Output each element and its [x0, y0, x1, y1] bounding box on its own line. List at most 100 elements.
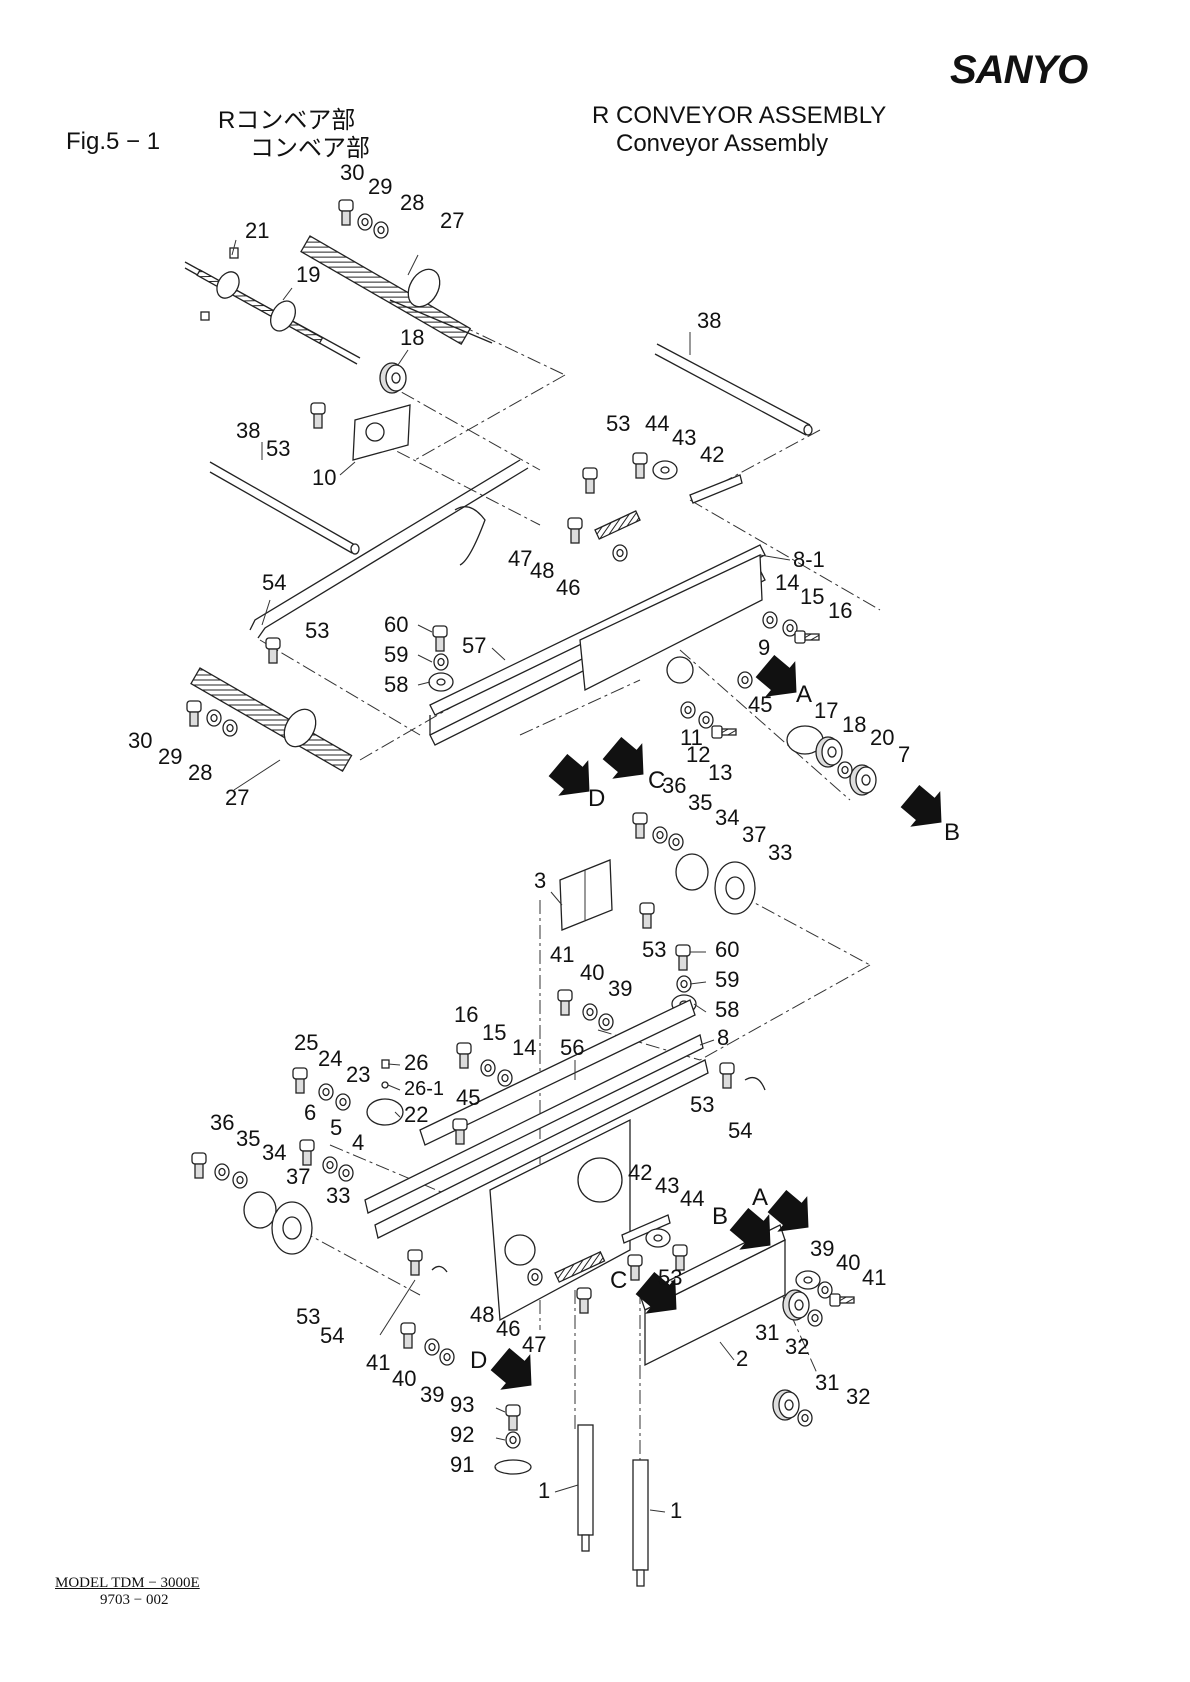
figure-number: Fig.5 − 1 [66, 128, 161, 155]
part-label: 22 [404, 1102, 428, 1127]
part-label: 21 [245, 218, 269, 243]
part-label: 20 [870, 725, 894, 750]
part-label: 33 [326, 1183, 350, 1208]
part-label: 53 [606, 411, 630, 436]
arrow-label-d-top: D [588, 785, 605, 812]
header-en-subtitle: Conveyor Assembly [616, 130, 829, 157]
part-label: 60 [384, 612, 408, 637]
part-label: 34 [262, 1140, 286, 1165]
part-label: 46 [556, 575, 580, 600]
part-label: 43 [672, 425, 696, 450]
part-label: 44 [680, 1186, 704, 1211]
part-label: 4 [352, 1130, 364, 1155]
part-label: 40 [392, 1366, 416, 1391]
part-label: 56 [560, 1035, 584, 1060]
part-label: 43 [655, 1173, 679, 1198]
part-label: 53 [266, 436, 290, 461]
part-label: 29 [158, 744, 182, 769]
part-label: 39 [608, 976, 632, 1001]
part-label: 7 [898, 742, 910, 767]
part-label: 39 [810, 1236, 834, 1261]
arrow-label-b-top: B [944, 819, 960, 846]
part-label: 24 [318, 1046, 342, 1071]
part-label: 18 [400, 325, 424, 350]
part-label: 92 [450, 1422, 474, 1447]
part-label: 26-1 [404, 1078, 444, 1100]
part-label: 30 [128, 728, 152, 753]
part-label: 6 [304, 1100, 316, 1125]
part-label: 23 [346, 1062, 370, 1087]
part-label: 25 [294, 1030, 318, 1055]
part-label: 14 [775, 570, 799, 595]
part-labels: 30 29 28 27 21 19 18 38 38 53 10 53 44 4… [128, 160, 910, 1523]
part-label: 44 [645, 411, 669, 436]
part-label: 59 [715, 967, 739, 992]
part-label: 93 [450, 1392, 474, 1417]
part-label: 58 [715, 997, 739, 1022]
part-label: 31 [815, 1370, 839, 1395]
part-label: 58 [384, 672, 408, 697]
part-label: 27 [440, 208, 464, 233]
part-label: 2 [736, 1346, 748, 1371]
part-label: 1 [538, 1478, 550, 1503]
part-label: 29 [368, 174, 392, 199]
part-label: 10 [312, 465, 336, 490]
part-label: 1 [670, 1498, 682, 1523]
part-label: 28 [188, 760, 212, 785]
part-label: 15 [482, 1020, 506, 1045]
upper-assembly [184, 199, 881, 801]
header-jp-line1: Rコンベア部 [218, 107, 356, 134]
part-label: 45 [456, 1085, 480, 1110]
part-label: 36 [210, 1110, 234, 1135]
part-label: 11 [680, 725, 703, 750]
part-label: 17 [814, 698, 838, 723]
part-label: 53 [642, 937, 666, 962]
part-label: 35 [688, 790, 712, 815]
part-label: 41 [366, 1350, 390, 1375]
model-number: MODEL TDM − 3000E [55, 1575, 200, 1591]
part-label: 46 [496, 1316, 520, 1341]
part-label: 54 [728, 1118, 752, 1143]
part-label: 36 [662, 773, 686, 798]
part-label: 41 [550, 942, 574, 967]
part-label: 34 [715, 805, 739, 830]
part-label: 13 [708, 760, 732, 785]
part-label: 33 [768, 840, 792, 865]
part-label: 15 [800, 584, 824, 609]
part-label: 18 [842, 712, 866, 737]
leader-lines [231, 239, 791, 1513]
document-number: 9703 − 002 [100, 1592, 169, 1608]
part-label: 57 [462, 633, 486, 658]
part-label: 3 [534, 868, 546, 893]
part-label: 32 [846, 1384, 870, 1409]
part-label: 37 [286, 1164, 310, 1189]
part-label: 31 [755, 1320, 779, 1345]
part-label: 40 [836, 1250, 860, 1275]
part-label: 53 [305, 618, 329, 643]
part-label: 59 [384, 642, 408, 667]
arrow-label-a-top: A [796, 681, 812, 708]
direction-arrows: A B C D A B C D [470, 649, 960, 1403]
part-label: 47 [522, 1332, 546, 1357]
part-label: 9 [758, 635, 770, 660]
part-label: 28 [400, 190, 424, 215]
part-label: 38 [236, 418, 260, 443]
part-label: 47 [508, 546, 532, 571]
part-label: 12 [686, 742, 710, 767]
part-label: 42 [628, 1160, 652, 1185]
arrow-label-b-bottom: B [712, 1203, 728, 1230]
part-label: 53 [296, 1304, 320, 1329]
sanyo-logo: SANYO [950, 48, 1088, 92]
part-label: 45 [748, 692, 772, 717]
part-label: 30 [340, 160, 364, 185]
part-label: 60 [715, 937, 739, 962]
part-label: 27 [225, 785, 249, 810]
part-label: 42 [700, 442, 724, 467]
part-label: 16 [828, 598, 852, 623]
part-label: 53 [658, 1265, 682, 1290]
header-en-title: R CONVEYOR ASSEMBLY [592, 102, 887, 129]
part-label: 41 [862, 1265, 886, 1290]
part-label: 26 [404, 1050, 428, 1075]
header-jp-line2: コンベア部 [250, 135, 370, 162]
